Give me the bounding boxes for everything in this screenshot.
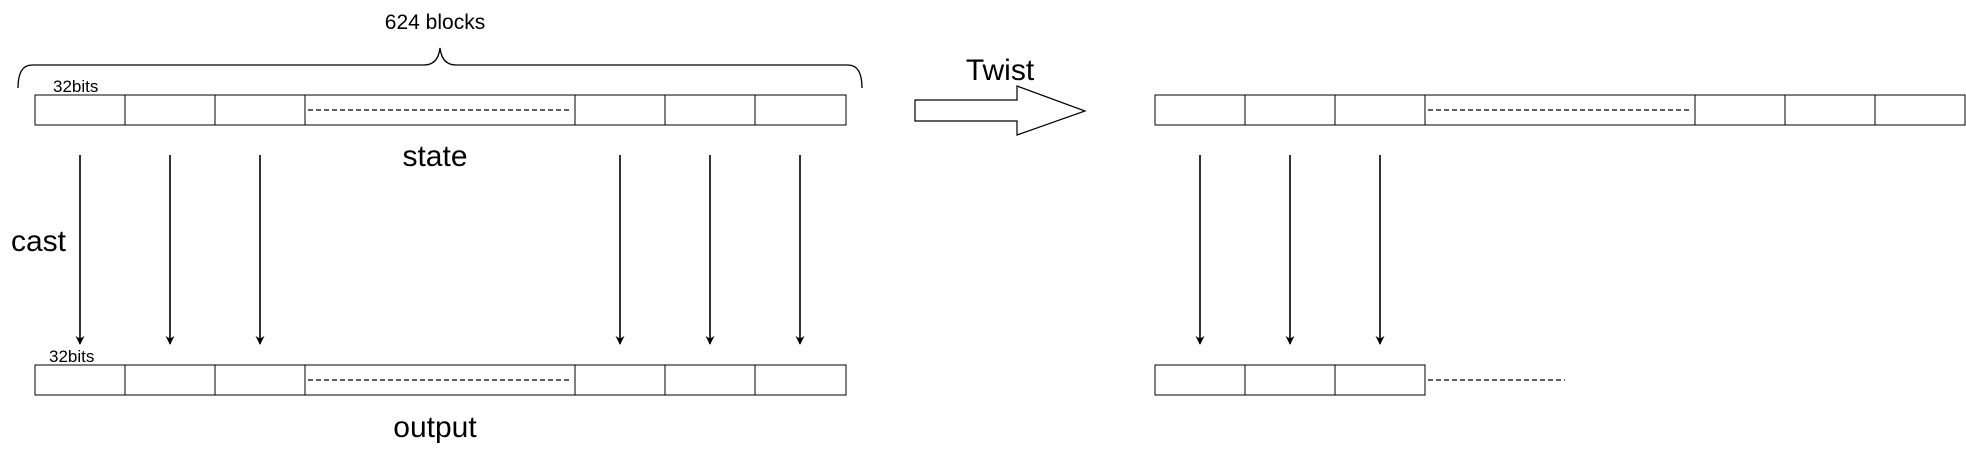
twisted-cast-arrows xyxy=(1195,155,1385,345)
state-row xyxy=(34,94,847,126)
block-count-label: 624 blocks xyxy=(385,11,485,34)
twisted-output-row xyxy=(1154,364,1565,396)
output-label: output xyxy=(393,411,477,444)
twisted-state-row xyxy=(1154,94,1966,126)
output-bit-width-label: 32bits xyxy=(49,347,94,366)
state-bit-width-label: 32bits xyxy=(53,77,98,96)
cast-label: cast xyxy=(11,225,67,258)
state-label: state xyxy=(402,140,467,173)
output-row xyxy=(34,364,847,396)
block-count-brace xyxy=(17,47,863,89)
twist-label: Twist xyxy=(966,54,1035,87)
cast-arrows xyxy=(75,155,805,345)
twist-arrow xyxy=(914,85,1087,136)
